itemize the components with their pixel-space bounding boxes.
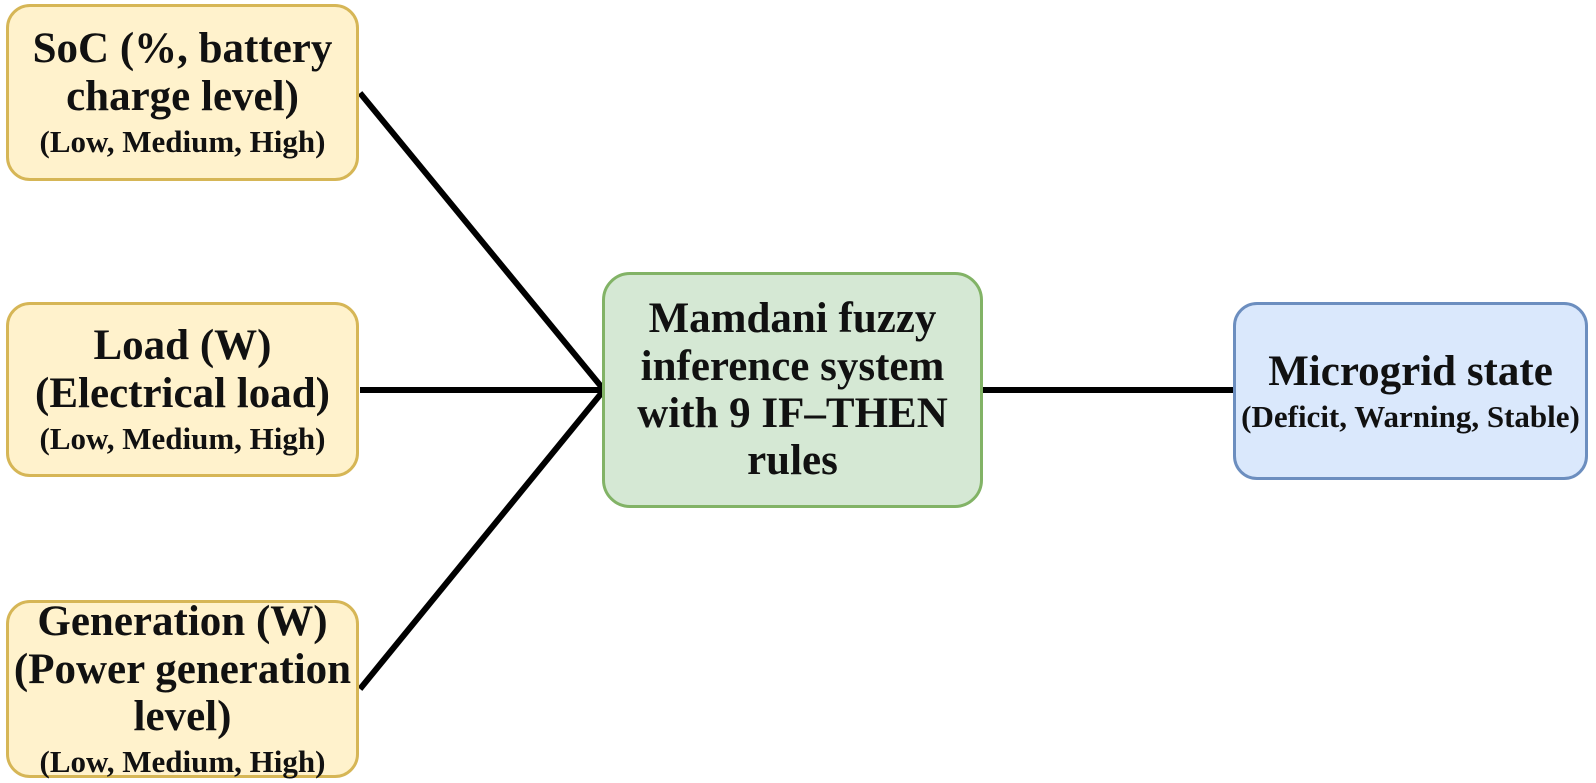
node-load-subtitle: (Low, Medium, High)	[39, 420, 326, 456]
node-inference-title-line2: inference system	[640, 342, 945, 390]
node-load-title-line1: Load (W)	[93, 322, 272, 370]
node-inference-title: Mamdani fuzzy inference system with 9 IF…	[637, 295, 948, 484]
node-generation-title-line3: level)	[133, 692, 232, 740]
node-soc-subtitle: (Low, Medium, High)	[39, 123, 326, 159]
node-inference-title-line3: with 9 IF–THEN	[637, 390, 948, 437]
node-inference-title-line4: rules	[747, 437, 838, 485]
node-soc-title-line2: charge level)	[66, 72, 299, 120]
node-generation-title: Generation (W) (Power generation level)	[14, 598, 351, 740]
node-output-subtitle: (Deficit, Warning, Stable)	[1241, 398, 1580, 434]
node-soc-title: SoC (%, battery charge level)	[33, 25, 333, 120]
node-inference-title-line1: Mamdani fuzzy	[648, 295, 937, 343]
connector-generation-to-inference	[357, 388, 607, 691]
node-generation-title-line1: Generation (W)	[37, 598, 328, 646]
node-load-title: Load (W) (Electrical load)	[35, 322, 330, 417]
node-generation-title-line2: (Power generation	[13, 645, 352, 693]
node-output-title-line1: Microgrid state	[1268, 347, 1553, 395]
node-soc-input: SoC (%, battery charge level) (Low, Medi…	[6, 4, 359, 181]
node-generation-subtitle: (Low, Medium, High)	[39, 744, 326, 780]
node-inference-process: Mamdani fuzzy inference system with 9 IF…	[602, 272, 983, 508]
node-soc-title-line1: SoC (%, battery	[32, 25, 333, 73]
node-generation-input: Generation (W) (Power generation level) …	[6, 598, 359, 780]
connector-soc-to-inference	[357, 91, 607, 392]
node-output-title: Microgrid state	[1268, 348, 1553, 395]
node-load-title-line2: (Electrical load)	[35, 369, 330, 417]
node-output-state: Microgrid state (Deficit, Warning, Stabl…	[1233, 302, 1588, 480]
node-load-input: Load (W) (Electrical load) (Low, Medium,…	[6, 302, 359, 477]
